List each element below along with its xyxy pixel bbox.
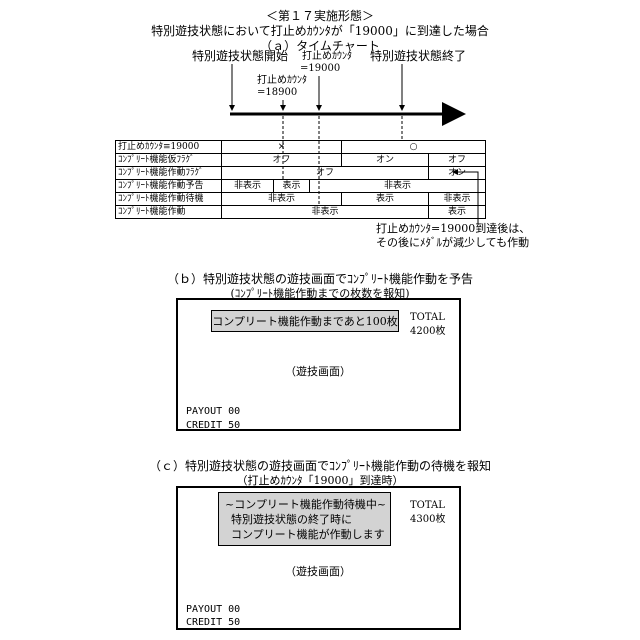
standby-notice-box: ~コンプリート機能作動待機中~ 特別遊技状態の終了時に コンプリート機能が作動し… — [218, 492, 391, 546]
table-cell: オフ — [222, 154, 342, 167]
table-row: ｺﾝﾌﾟﾘｰﾄ機能作動待機 非表示 表示 非表示 — [116, 193, 486, 206]
table-row: ｺﾝﾌﾟﾘｰﾄ機能作動ﾌﾗｸﾞ オフ オン — [116, 167, 486, 180]
credit-readout: CREDIT 50 — [186, 618, 240, 628]
section-c-subtitle: （打止めｶｳﾝﾀ「19000」到達時） — [180, 475, 460, 486]
table-cell: 非表示 — [222, 206, 429, 219]
row-label: ｺﾝﾌﾟﾘｰﾄ機能作動予告 — [116, 180, 222, 193]
row-label: 打止めｶｳﾝﾀ≡19000 — [116, 141, 222, 154]
row-label: ｺﾝﾌﾟﾘｰﾄ機能作動 — [116, 206, 222, 219]
table-cell: オフ — [222, 167, 429, 180]
standby-line-3: コンプリート機能が作動します — [231, 529, 385, 540]
table-cell: 表示 — [342, 193, 429, 206]
standby-line-2: 特別遊技状態の終了時に — [231, 514, 352, 525]
game-screen-center-label: （遊技画面） — [238, 366, 398, 377]
total-value: 4300枚 — [410, 515, 445, 525]
table-cell: 非表示 — [222, 180, 274, 193]
note-line-1: 打止めｶｳﾝﾀ=19000到達後は、 — [376, 223, 530, 234]
table-cell: オフ — [429, 154, 486, 167]
total-label: TOTAL — [410, 313, 445, 323]
total-label: TOTAL — [410, 501, 445, 511]
table-cell: × — [222, 141, 342, 154]
table-cell: 非表示 — [310, 180, 486, 193]
row-label: ｺﾝﾌﾟﾘｰﾄ機能作動待機 — [116, 193, 222, 206]
section-c-title: （ｃ）特別遊技状態の遊技画面でｺﾝﾌﾟﾘｰﾄ機能作動の待機を報知 — [110, 460, 530, 472]
table-row: ｺﾝﾌﾟﾘｰﾄ機能作動 非表示 表示 — [116, 206, 486, 219]
credit-readout: CREDIT 50 — [186, 421, 240, 431]
note-line-2: その後にﾒﾀﾞﾙが減少しても作動 — [376, 237, 529, 248]
game-screen-b: コンプリート機能作動まであと100枚 TOTAL 4200枚 （遊技画面） PA… — [176, 298, 461, 431]
payout-readout: PAYOUT 00 — [186, 605, 240, 615]
game-screen-c: ~コンプリート機能作動待機中~ 特別遊技状態の終了時に コンプリート機能が作動し… — [176, 486, 461, 630]
row-label: ｺﾝﾌﾟﾘｰﾄ機能作動ﾌﾗｸﾞ — [116, 167, 222, 180]
payout-readout: PAYOUT 00 — [186, 407, 240, 417]
table-row: 打止めｶｳﾝﾀ≡19000 × ○ — [116, 141, 486, 154]
table-cell: オン — [342, 154, 429, 167]
table-cell: ○ — [342, 141, 486, 154]
standby-line-1: ~コンプリート機能作動待機中~ — [225, 499, 386, 510]
table-cell: 非表示 — [429, 193, 486, 206]
notice-box: コンプリート機能作動まであと100枚 — [211, 310, 399, 332]
table-cell: 表示 — [274, 180, 310, 193]
table-cell: オン — [429, 167, 486, 180]
notice-text: コンプリート機能作動まであと100枚 — [212, 316, 398, 327]
timing-table: 打止めｶｳﾝﾀ≡19000 × ○ ｺﾝﾌﾟﾘｰﾄ機能仮ﾌﾗｸﾞ オフ オン オ… — [115, 140, 486, 219]
row-label: ｺﾝﾌﾟﾘｰﾄ機能仮ﾌﾗｸﾞ — [116, 154, 222, 167]
table-row: ｺﾝﾌﾟﾘｰﾄ機能作動予告 非表示 表示 非表示 — [116, 180, 486, 193]
section-b-title: （ｂ）特別遊技状態の遊技画面でｺﾝﾌﾟﾘｰﾄ機能作動を予告 — [120, 273, 520, 285]
table-row: ｺﾝﾌﾟﾘｰﾄ機能仮ﾌﾗｸﾞ オフ オン オフ — [116, 154, 486, 167]
game-screen-center-label: （遊技画面） — [238, 566, 398, 577]
total-value: 4200枚 — [410, 327, 445, 337]
table-cell: 表示 — [429, 206, 486, 219]
table-cell: 非表示 — [222, 193, 342, 206]
